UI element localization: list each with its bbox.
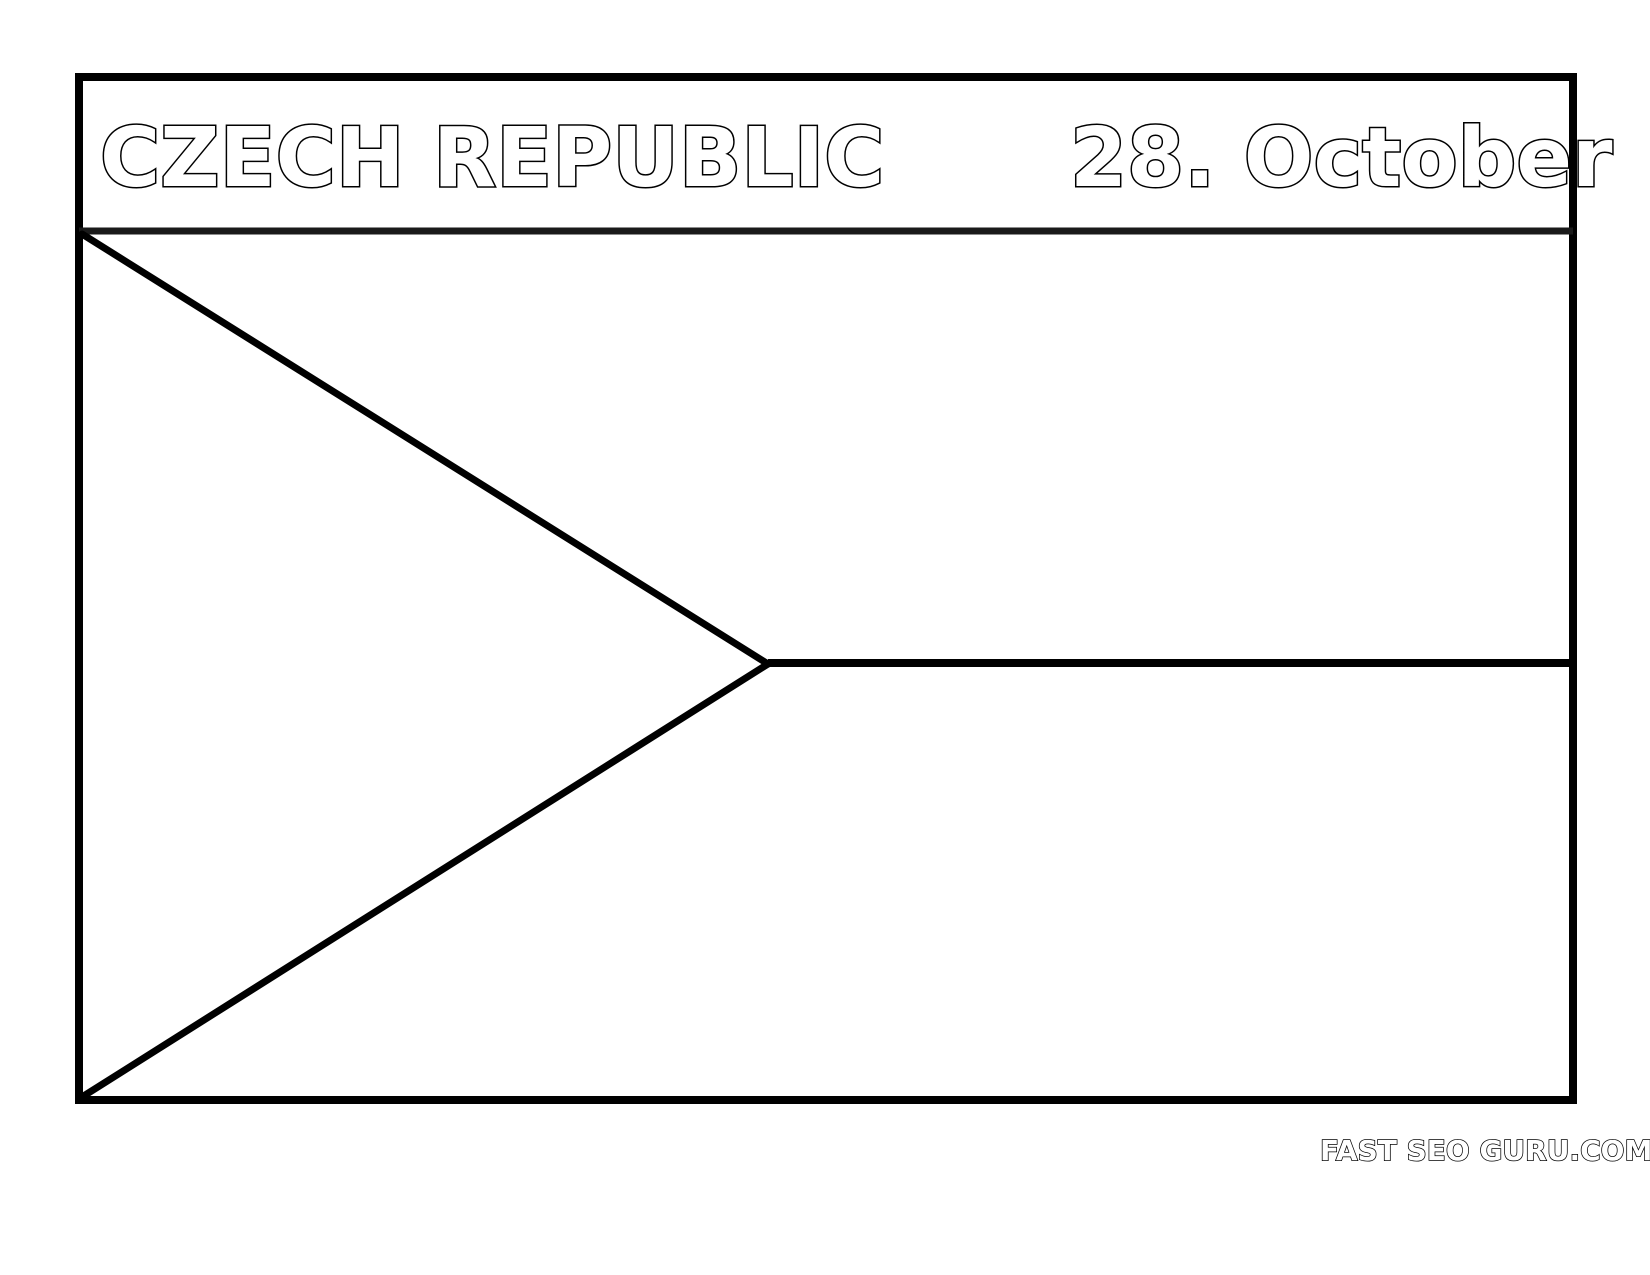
flag-frame bbox=[75, 73, 1577, 1104]
triangle-lower-edge bbox=[78, 660, 772, 1101]
country-title: CZECH REPUBLIC bbox=[98, 111, 885, 206]
triangle-upper-edge bbox=[78, 230, 772, 668]
watermark: FAST SEO GURU.COM bbox=[1319, 1134, 1650, 1167]
national-day-date: 28. October bbox=[1068, 111, 1613, 206]
